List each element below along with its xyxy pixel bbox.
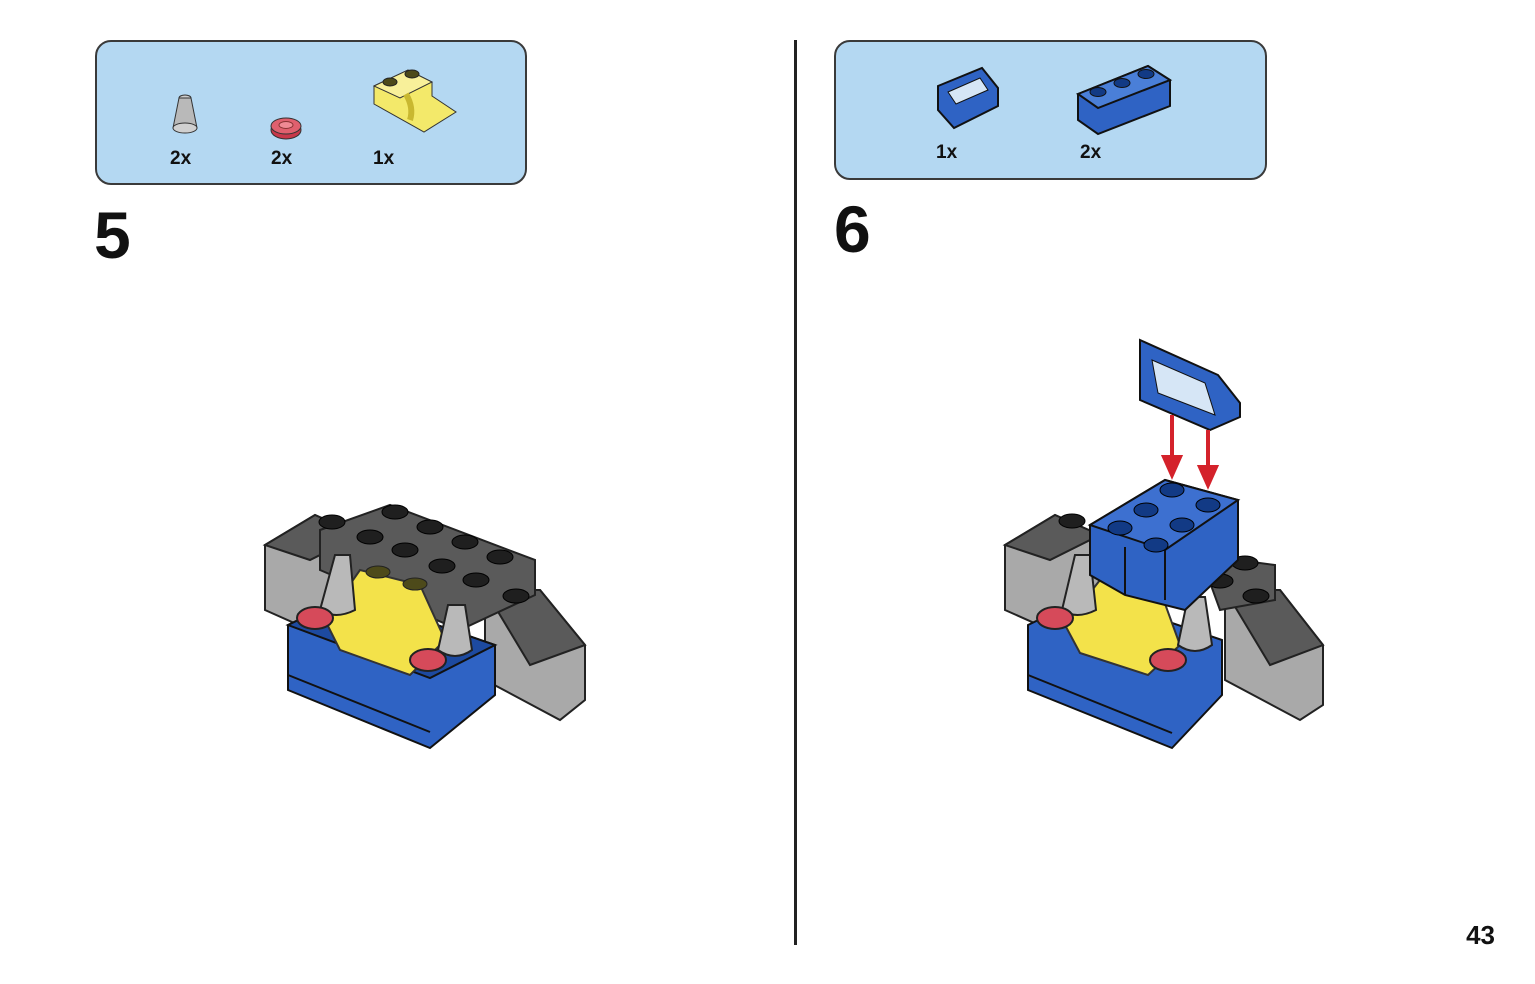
part-qty-round-plate: 2x: [271, 148, 293, 169]
step-number-5: 5: [94, 198, 131, 272]
parts-box-step-6: 1x 2x: [834, 40, 1267, 180]
red-plate-right: [409, 648, 447, 672]
parts-box-step-5: 2x 2x 1x: [95, 40, 527, 185]
step-6-model-illustration: [1002, 338, 1325, 750]
part-qty-brick: 2x: [1080, 142, 1102, 163]
page-divider: [794, 40, 797, 945]
part-qty-handle: 1x: [936, 142, 958, 163]
part-qty-slope: 1x: [373, 148, 395, 169]
yellow-transparent-slope-icon: [372, 69, 457, 133]
page-number: 43: [1466, 920, 1495, 950]
placement-arrows: [1160, 415, 1220, 490]
red-plate-left: [296, 606, 334, 630]
red-round-plate-icon: [270, 117, 302, 140]
gray-cone-piece-icon: [172, 94, 198, 134]
blue-handle-piece-icon: [937, 66, 999, 130]
part-qty-cone: 2x: [170, 148, 192, 169]
blue-brick-1x3-icon: [1075, 64, 1173, 136]
step-number-6: 6: [834, 192, 871, 266]
step-5-model-illustration: [262, 503, 587, 750]
